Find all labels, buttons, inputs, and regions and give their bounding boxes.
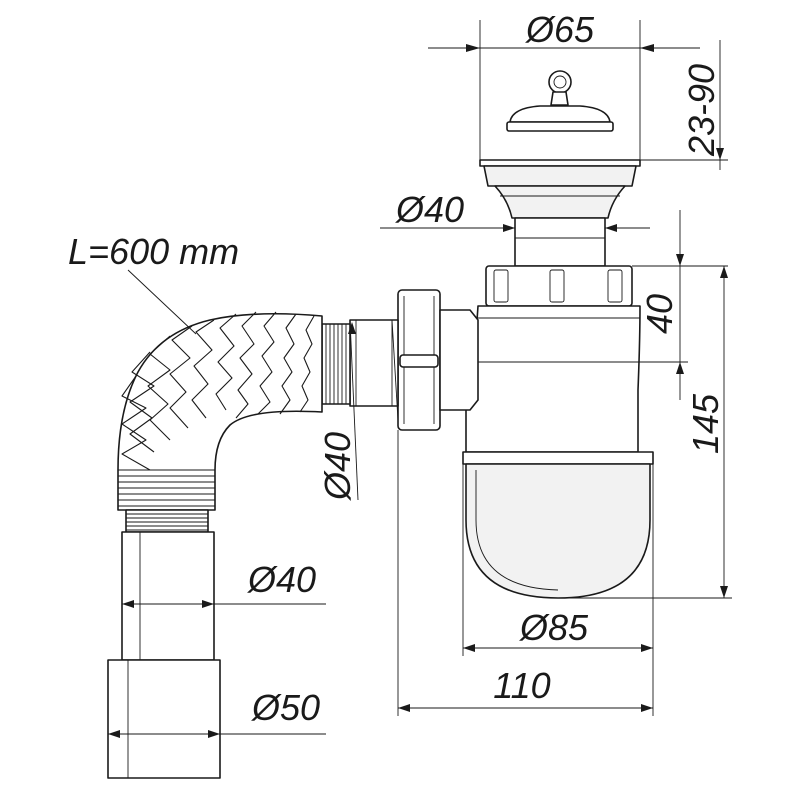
cap-diameter-label: Ø65 (525, 9, 595, 50)
inlet-collar (439, 309, 479, 411)
hose-coupling (125, 509, 209, 533)
bottle-trap (462, 70, 654, 599)
dimension-lines (108, 20, 732, 738)
inlet-pipe (349, 319, 399, 407)
sink-flange (479, 159, 641, 167)
side-inlet (349, 289, 479, 431)
union-nut (485, 265, 633, 307)
hose-length-label: L=600 mm (68, 231, 239, 272)
side-inlet-diameter-label: Ø40 (317, 432, 358, 501)
bottle-cup (465, 463, 651, 599)
outlet-diameter-label: Ø40 (395, 189, 464, 230)
total-width-label: 110 (493, 665, 550, 706)
hose-pipe (121, 531, 215, 661)
corrugated-hose (107, 311, 351, 779)
bottle-diameter-label: Ø85 (519, 607, 589, 648)
hose-adapter (107, 659, 221, 779)
hose-end-diameter-label: Ø40 (247, 559, 316, 600)
outlet-funnel (494, 185, 626, 219)
outlet-pipe (514, 217, 606, 267)
total-height-label: 145 (685, 393, 726, 454)
drain-stopper (506, 70, 614, 132)
hose-adapter-diameter-label: Ø50 (251, 687, 320, 728)
flange-collar (483, 165, 637, 187)
bottle-rim (462, 451, 654, 465)
bottle-upper (465, 305, 641, 453)
sink-thickness-label: 23-90 (681, 64, 722, 157)
nut-height-label: 40 (639, 294, 680, 334)
